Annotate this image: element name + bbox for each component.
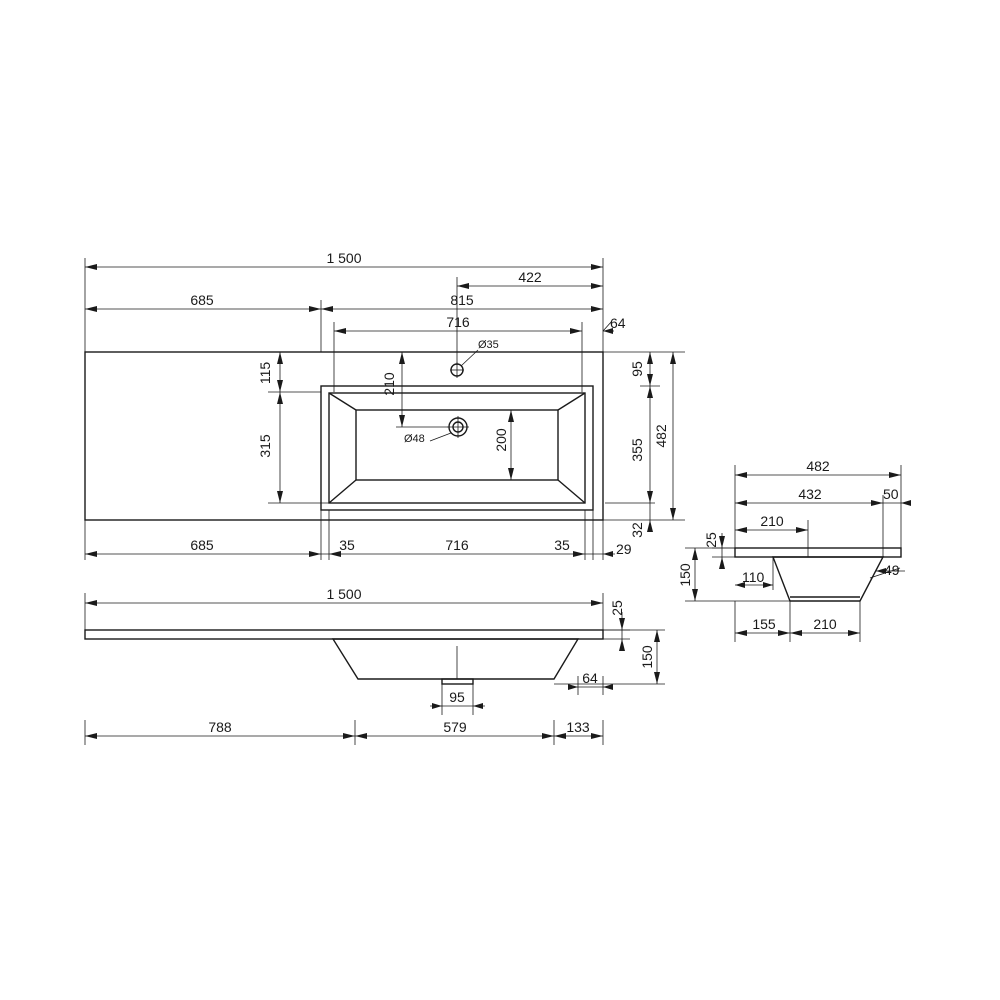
bowl-slope-line [557,479,586,504]
front-dim-drain-width: 95 [449,689,465,705]
side-bowl-profile [771,556,885,602]
front-dim-right-edge: 133 [566,719,590,735]
side-view: 482 432 50 210 25 150 110 [677,458,911,642]
dim-bowl-width: 716 [446,314,470,330]
tap-hole-label: Ø35 [478,339,499,351]
countertop-outline [84,351,604,521]
bowl-bottom [355,409,559,481]
dim-right-margin: 64 [610,315,626,331]
side-countertop [734,547,902,558]
bowl-slope-line [328,479,357,504]
side-dim-base-offset: 155 [752,616,776,632]
dim-bowl-outer: 355 [629,438,645,462]
side-dim-slope-angle: 49 [884,562,900,578]
front-dim-bowl-height: 150 [639,645,655,669]
dim-total-depth: 482 [653,424,669,448]
side-dim-back-to-bowl: 210 [760,513,784,529]
bowl-slope-line [328,392,357,411]
dim-bowl-depth-left: 315 [257,434,273,458]
dim-front-margin: 32 [629,522,645,538]
side-dim-bowl-height: 150 [677,563,693,587]
dim-bottom-bowl: 716 [445,537,469,553]
side-dim-depth-inner: 432 [798,486,822,502]
side-dim-front-lip: 50 [883,486,899,502]
side-dim-top-thickness: 25 [703,532,719,548]
dim-bottom-edge-right: 29 [616,541,632,557]
dim-tap-from-back: 95 [629,361,645,377]
dim-bowl-zone: 815 [450,292,474,308]
front-dim-left-to-bowl: 788 [208,719,232,735]
front-dim-top-thickness: 25 [609,600,625,616]
dim-tap-offset: 422 [518,269,542,285]
top-view: Ø35 Ø48 1 500 422 685 815 [84,250,685,560]
front-dim-overall: 1 500 [326,586,361,602]
side-dim-inner-offset: 110 [742,569,765,585]
dim-left-deck: 685 [190,292,214,308]
dim-bottom-rim-right: 35 [554,537,570,553]
dim-overall-width: 1 500 [326,250,361,266]
side-dim-total-depth: 482 [806,458,830,474]
dim-bowl-inner-depth: 200 [493,428,509,452]
bowl-rim-outer [320,385,594,511]
front-bowl-profile [331,638,580,680]
front-dim-bowl-width: 579 [443,719,467,735]
bowl-rim-inner [328,392,586,504]
dim-tap-to-drain: 210 [381,372,397,396]
bowl-slope-line [557,392,586,411]
front-dim-right-offset: 64 [582,670,598,686]
front-countertop [84,629,604,640]
dim-deck-to-bowl: 115 [257,362,273,385]
drain-hole-label: Ø48 [404,433,425,445]
dim-bottom-left-deck: 685 [190,537,214,553]
side-dim-base-width: 210 [813,616,837,632]
front-view: 1 500 25 150 95 64 [84,586,665,745]
front-drain-stub [441,678,474,685]
dim-bottom-rim-left: 35 [339,537,355,553]
